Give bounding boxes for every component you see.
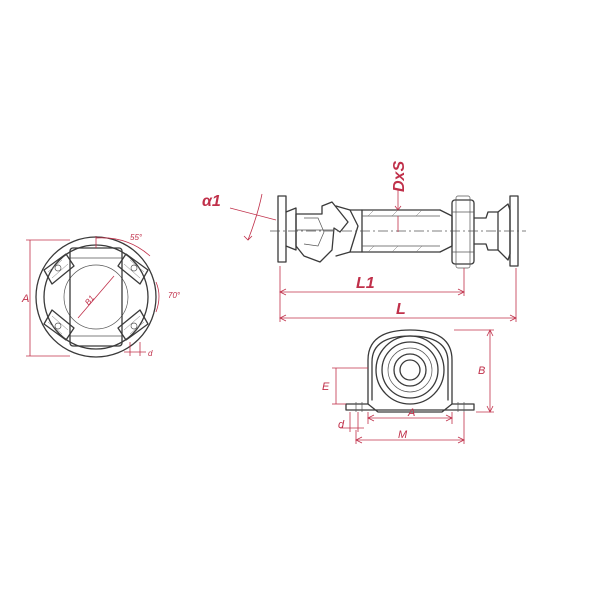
flange-dimensions: A 55° B1 70° d	[21, 233, 181, 358]
flange-lug-bottom-right	[117, 309, 149, 341]
shaft-angle-label: α1	[202, 193, 221, 210]
bearing-dimensions: B E A d M	[322, 329, 494, 444]
bearing-e-label: E	[322, 381, 330, 393]
shaft-side-view	[270, 195, 526, 269]
bearing-d-label: d	[338, 419, 345, 431]
flange-hole-label: d	[148, 349, 153, 358]
length-short-label: L1	[356, 275, 375, 292]
bearing-a-label: A	[407, 407, 415, 419]
flange-angle-label: 55°	[130, 233, 143, 242]
flange-lug-bottom-left	[43, 309, 75, 341]
flange-lug-top-left	[43, 253, 75, 285]
flange-pcd-label: B1	[83, 294, 96, 307]
length-total-label: L	[396, 301, 406, 318]
bearing-height-label: B	[478, 365, 485, 377]
center-bearing-view	[345, 329, 475, 413]
flange-diameter-label: A	[21, 293, 29, 305]
flange-angle2-label: 70°	[168, 291, 181, 300]
flange-lug-top-right	[117, 253, 149, 285]
flange-front-view	[35, 236, 157, 358]
shaft-dimensions: α1 DxS L1 L	[202, 161, 517, 322]
tube-label: DxS	[391, 161, 408, 192]
bearing-m-label: M	[398, 429, 408, 441]
